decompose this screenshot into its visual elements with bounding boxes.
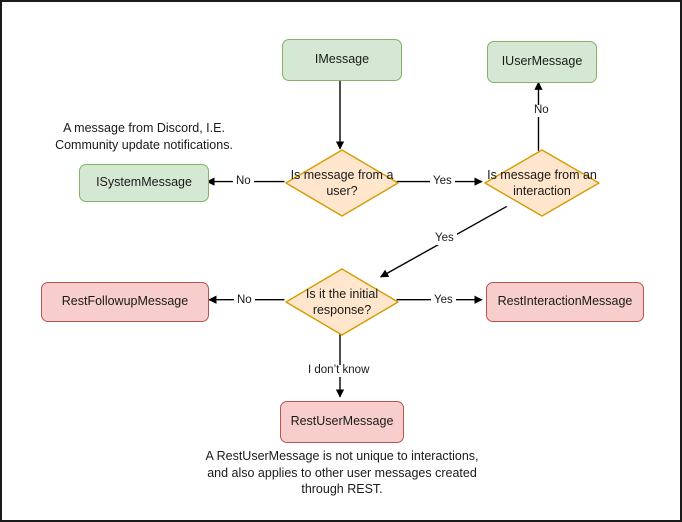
edge-label-initial-response-no: No <box>234 294 255 307</box>
node-iusermessage-label: IUserMessage <box>501 54 583 69</box>
decision-is-initial-response[interactable]: Is it the initial response? <box>285 268 399 336</box>
edge-label-from-interaction-no: No <box>531 104 552 117</box>
node-restusermessage-label: RestUserMessage <box>290 414 394 429</box>
decision-is-message-from-interaction[interactable]: Is message from an interaction <box>484 149 600 217</box>
node-restinteractionmessage[interactable]: RestInteractionMessage <box>486 282 644 322</box>
node-restfollowupmessage[interactable]: RestFollowupMessage <box>41 282 209 322</box>
edge-label-from-interaction-yes: Yes <box>432 232 457 245</box>
edge-label-initial-response-yes: Yes <box>431 294 456 307</box>
note-restusermessage: A RestUserMessage is not unique to inter… <box>205 449 479 496</box>
node-iusermessage[interactable]: IUserMessage <box>487 41 597 83</box>
edge-label-from-user-yes: Yes <box>430 175 455 188</box>
edge-label-initial-response-unknown: I don’t know <box>305 364 373 377</box>
node-isystemmessage[interactable]: ISystemMessage <box>79 164 209 202</box>
edge-label-from-user-no: No <box>233 175 254 188</box>
node-imessage-label: IMessage <box>314 52 370 67</box>
node-imessage[interactable]: IMessage <box>282 39 402 81</box>
node-restusermessage[interactable]: RestUserMessage <box>280 401 404 443</box>
decision-is-message-from-user[interactable]: Is message from a user? <box>285 149 399 217</box>
note-isystemmessage: A message from Discord, I.E. Community u… <box>55 121 233 152</box>
node-restinteractionmessage-label: RestInteractionMessage <box>497 294 633 309</box>
node-restfollowupmessage-label: RestFollowupMessage <box>61 294 189 309</box>
node-isystemmessage-label: ISystemMessage <box>96 175 192 190</box>
